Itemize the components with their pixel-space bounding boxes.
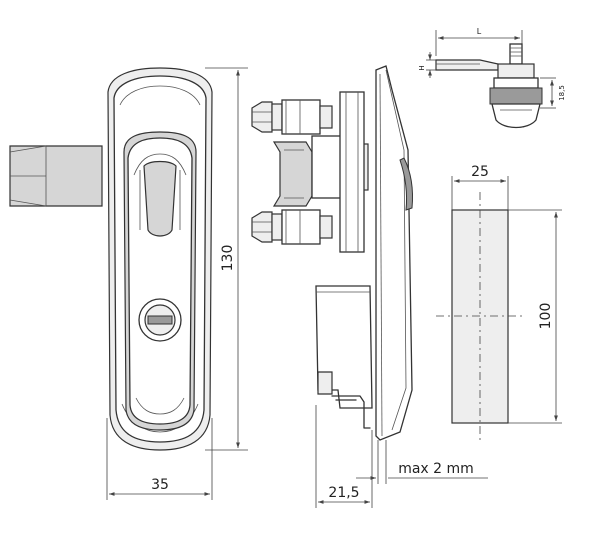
dimension-35: 35 — [106, 418, 213, 500]
label-21-5: 21,5 — [328, 485, 359, 501]
dimension-130: 130 — [205, 67, 248, 451]
label-25: 25 — [471, 164, 489, 180]
handle-housing — [107, 67, 213, 451]
label-H: H — [418, 65, 426, 70]
dimension-21-5: 21,5 — [315, 405, 373, 508]
cam-housing — [315, 285, 373, 429]
lock-cylinder — [138, 298, 182, 342]
panel-cutout: 25 100 — [436, 164, 562, 440]
latch-tongue — [9, 145, 103, 207]
upper-bolt — [251, 99, 333, 135]
front-view: 130 35 — [9, 67, 248, 500]
lower-bolt — [251, 209, 333, 245]
mounting-plate — [339, 91, 365, 253]
label-L: L — [477, 27, 482, 36]
label-35: 35 — [151, 477, 169, 493]
label-100: 100 — [538, 303, 554, 330]
dimension-max-2mm: max 2 mm — [356, 440, 488, 484]
cam-detail: L H 18,5 — [418, 27, 566, 129]
label-130: 130 — [220, 245, 236, 272]
side-view: 21,5 max 2 mm — [251, 65, 488, 508]
door-panel — [375, 65, 413, 441]
label-max-2mm: max 2 mm — [398, 461, 474, 477]
label-18-5: 18,5 — [558, 85, 566, 101]
